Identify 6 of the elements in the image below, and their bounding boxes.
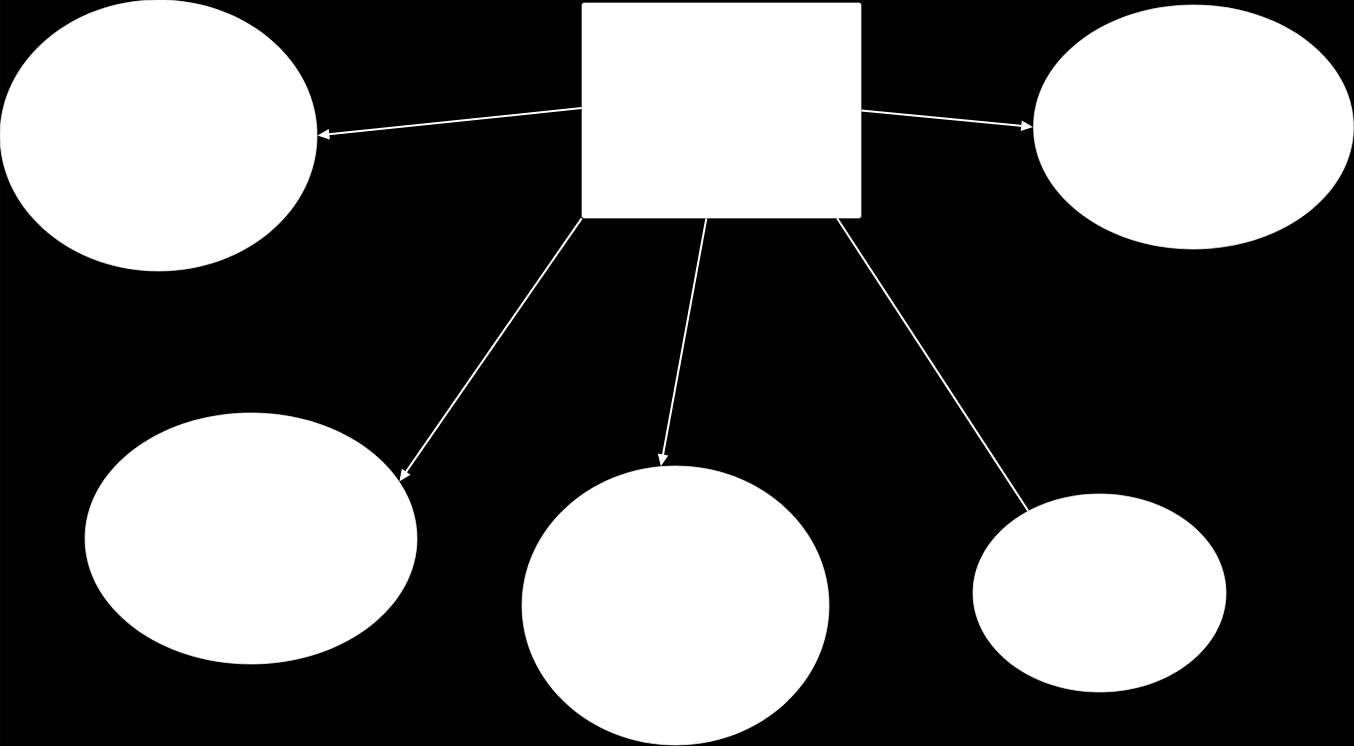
connector-line (836, 217, 1030, 512)
ellipse (972, 493, 1227, 693)
ellipse (84, 412, 418, 665)
ellipse (521, 465, 830, 746)
ellipse (1033, 4, 1354, 250)
box (581, 2, 862, 219)
